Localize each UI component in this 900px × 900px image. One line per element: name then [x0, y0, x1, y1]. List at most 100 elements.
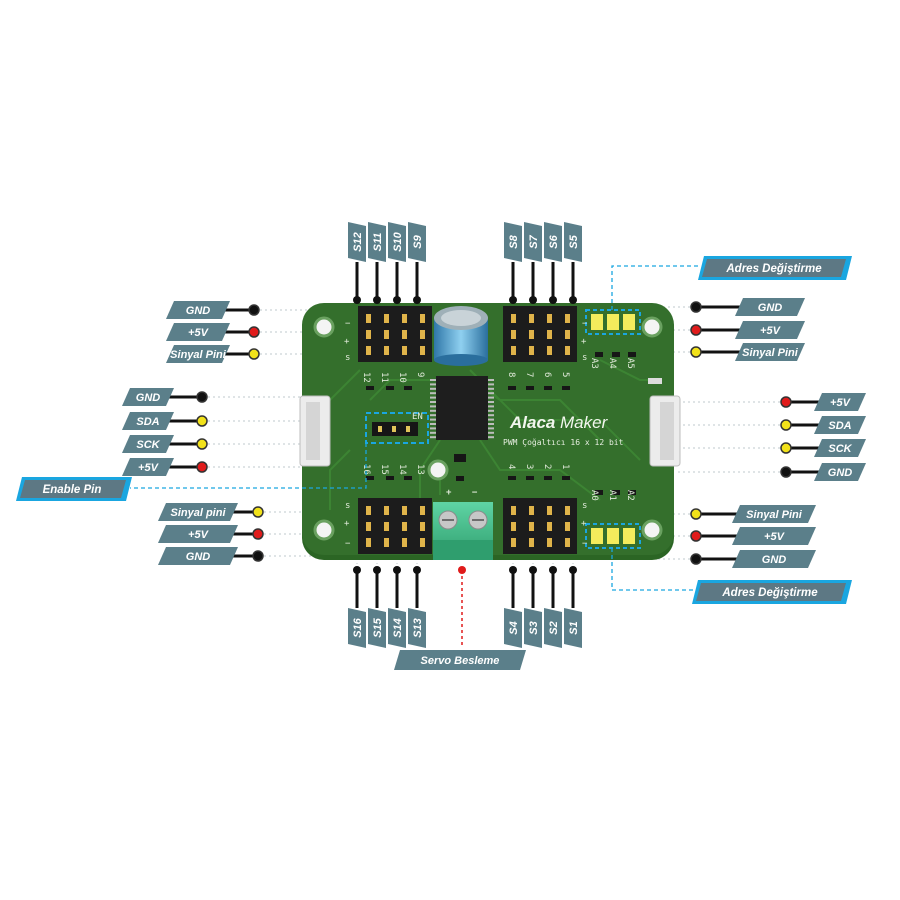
- left-bottom-pin-2: GND: [158, 547, 264, 565]
- pin-dot: [252, 506, 264, 518]
- address-pads-bottom: [585, 523, 641, 549]
- servo-bottom-left-1: S15: [368, 566, 386, 648]
- header-bottom-right: [503, 498, 577, 554]
- silk-number: 10: [397, 372, 407, 383]
- left-top-pin-2-text: Sinyal Pini: [170, 349, 227, 361]
- silk-number: 16: [361, 464, 371, 475]
- servo-top-left-2: S10: [388, 222, 406, 304]
- pin-dot: [690, 508, 702, 520]
- pin-dot: [690, 530, 702, 542]
- right-top-pin-0-tag: [735, 298, 805, 316]
- left-i2c-pin-2-tag: [122, 435, 174, 453]
- silk-number: 8: [506, 372, 516, 377]
- left-i2c-pin-3-tag: [122, 458, 174, 476]
- pin-dot: [780, 466, 792, 478]
- left-i2c-pin-0: GND: [122, 388, 208, 406]
- servo-besleme-label: Servo Besleme: [394, 650, 526, 670]
- silk-number: A0: [589, 490, 599, 501]
- servo-bottom-left-0-text: S16: [352, 617, 364, 637]
- servo-bottom-left-0-tag: [348, 608, 366, 648]
- silk-number: 9: [415, 372, 425, 377]
- servo-bottom-left-0: S16: [348, 566, 366, 648]
- silk-number: 1: [560, 464, 570, 469]
- servo-top-left-3: S9: [408, 222, 426, 304]
- left-bottom-pin-1: +5V: [158, 525, 264, 543]
- right-bottom-pin-0: Sinyal Pini: [690, 505, 816, 523]
- left-top-pin-0-text: GND: [186, 305, 211, 317]
- pin-dot: [413, 296, 421, 304]
- tr-plus: +: [581, 337, 587, 347]
- left-top-pin-2: Sinyal Pini: [166, 345, 260, 363]
- adres-callout-bottom: Adres Değiştirme: [692, 580, 852, 604]
- brand-name-bold: Alaca: [509, 413, 555, 432]
- servo-bottom-right-0-text: S4: [508, 621, 520, 634]
- right-bottom-pin-1: +5V: [690, 527, 816, 545]
- pin-dot: [353, 566, 361, 574]
- brand-logo: Alaca Maker PWM Çoğaltıcı 16 x 12 bit: [503, 413, 624, 447]
- pcb-board: EN + − Alaca Maker: [299, 303, 681, 560]
- servo-bottom-right-2-text: S2: [548, 621, 560, 634]
- pin-dot: [529, 566, 537, 574]
- servo-top-left-1: S11: [368, 222, 386, 304]
- left-i2c-pin-3-text: +5V: [138, 462, 160, 474]
- enable-pin-callout: Enable Pin: [16, 477, 132, 501]
- pin-dot: [780, 419, 792, 431]
- right-top-pin-0: GND: [690, 298, 805, 316]
- left-bottom-pin-2-tag: [158, 547, 238, 565]
- servo-top-right-0: S8: [504, 222, 522, 304]
- servo-bottom-right-3-tag: [564, 608, 582, 648]
- enable-pin-callout-text: Enable Pin: [43, 484, 102, 496]
- left-i2c-pin-1: SDA: [122, 412, 208, 430]
- servo-bottom-left-2-tag: [388, 608, 406, 648]
- pin-dot: [393, 296, 401, 304]
- servo-top-right-1: S7: [524, 222, 542, 304]
- pwm-chip: [430, 376, 494, 440]
- right-top-pin-1-text: +5V: [760, 325, 782, 337]
- en-silk-label: EN: [412, 412, 423, 422]
- brand-subtitle: PWM Çoğaltıcı 16 x 12 bit: [503, 438, 624, 447]
- right-bottom-pin-2: GND: [690, 550, 816, 568]
- servo-top-right-3-tag: [564, 222, 582, 262]
- bl-minus: −: [345, 539, 351, 549]
- left-top-pin-1-tag: [166, 323, 230, 341]
- servo-bottom-right-1-tag: [524, 608, 542, 648]
- silk-number: 14: [397, 464, 407, 475]
- i2c-connector-left: [299, 395, 331, 467]
- right-i2c-pin-3-tag: [814, 463, 866, 481]
- pin-dot: [529, 296, 537, 304]
- tl-s: s: [345, 353, 350, 363]
- silk-number: 12: [361, 372, 371, 383]
- silk-number: A1: [607, 490, 617, 501]
- servo-top-left-3-text: S9: [412, 234, 424, 248]
- terminal-plus: +: [446, 488, 452, 498]
- left-i2c-pin-2-text: SCK: [136, 439, 160, 451]
- tr-minus: −: [582, 319, 588, 329]
- pin-dot: [569, 566, 577, 574]
- right-bottom-pin-2-text: GND: [762, 554, 787, 566]
- right-top-pin-2-tag: [735, 343, 805, 361]
- right-bottom-pin-1-text: +5V: [764, 531, 786, 543]
- servo-top-right-3: S5: [564, 222, 582, 304]
- servo-bottom-right-2-tag: [544, 608, 562, 648]
- pin-dot: [252, 528, 264, 540]
- servo-top-right-2: S6: [544, 222, 562, 304]
- pin-dot: [509, 296, 517, 304]
- header-polarity-marks: − + s − + s s + − s + −: [344, 319, 588, 549]
- silk-number: A5: [625, 358, 635, 369]
- right-i2c-pin-3-text: GND: [828, 467, 853, 479]
- servo-top-right-3-text: S5: [568, 234, 580, 248]
- pin-dot: [509, 566, 517, 574]
- silk-number: 6: [542, 372, 552, 377]
- pin-dot: [413, 566, 421, 574]
- left-top-pin-1: +5V: [166, 323, 260, 341]
- terminal-minus: −: [472, 488, 478, 498]
- servo-top-left-3-tag: [408, 222, 426, 262]
- pin-dot: [549, 296, 557, 304]
- adres-callout-top-text: Adres Değiştirme: [725, 263, 822, 275]
- servo-bottom-left-3-tag: [408, 608, 426, 648]
- mounting-holes: [313, 316, 663, 541]
- silk-number: 5: [560, 372, 570, 377]
- silk-number: 11: [379, 372, 389, 383]
- servo-top-right-0-text: S8: [508, 234, 520, 248]
